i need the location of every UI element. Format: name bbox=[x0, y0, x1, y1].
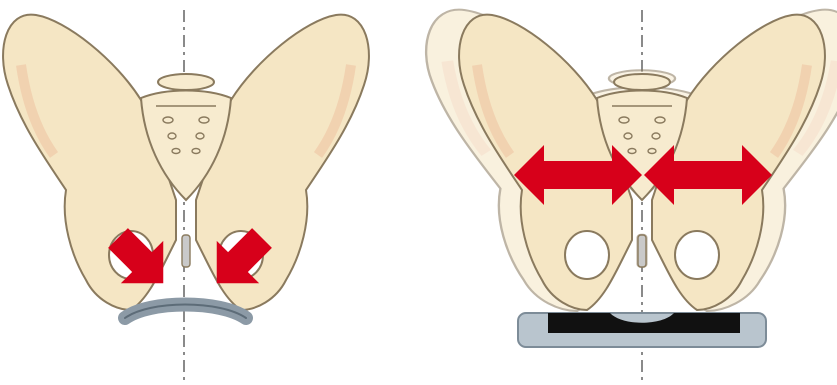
seat-cushion bbox=[518, 313, 766, 347]
left-panel bbox=[3, 10, 369, 385]
left-pelvis-illustration bbox=[3, 15, 369, 310]
right-panel bbox=[426, 10, 837, 385]
support-band bbox=[125, 305, 246, 319]
